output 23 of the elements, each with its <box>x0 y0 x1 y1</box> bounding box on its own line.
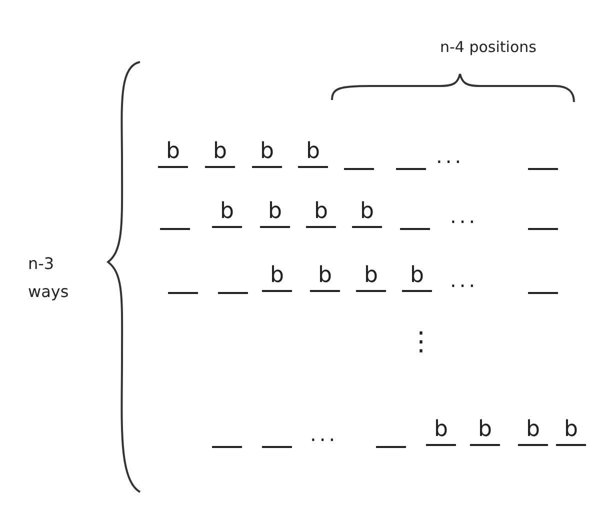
letter-on-blank: b <box>252 140 282 168</box>
letter-on-blank: b <box>306 200 336 228</box>
letter-on-blank: b <box>426 418 456 446</box>
letter-on-blank: b <box>262 264 292 292</box>
ellipsis: ... <box>436 144 464 168</box>
letter-on-blank: b <box>402 264 432 292</box>
letter-on-blank: b <box>470 418 500 446</box>
vertical-ellipsis: ⋮ <box>408 330 437 354</box>
bracket-label: n-3 ways <box>28 253 70 303</box>
letter-on-blank: b <box>298 140 328 168</box>
letter-on-blank: b <box>356 264 386 292</box>
letter-on-blank: b <box>158 140 188 168</box>
letter-on-blank: b <box>310 264 340 292</box>
ellipsis: ... <box>450 204 478 228</box>
ellipsis: ... <box>450 268 478 292</box>
ellipsis: ... <box>310 422 338 446</box>
letter-on-blank: b <box>260 200 290 228</box>
letter-on-blank: b <box>518 418 548 446</box>
letter-on-blank: b <box>212 200 242 228</box>
letter-on-blank: b <box>205 140 235 168</box>
letter-on-blank: b <box>556 418 586 446</box>
bracket-label: n-4 positions <box>440 38 536 56</box>
letter-on-blank: b <box>352 200 382 228</box>
